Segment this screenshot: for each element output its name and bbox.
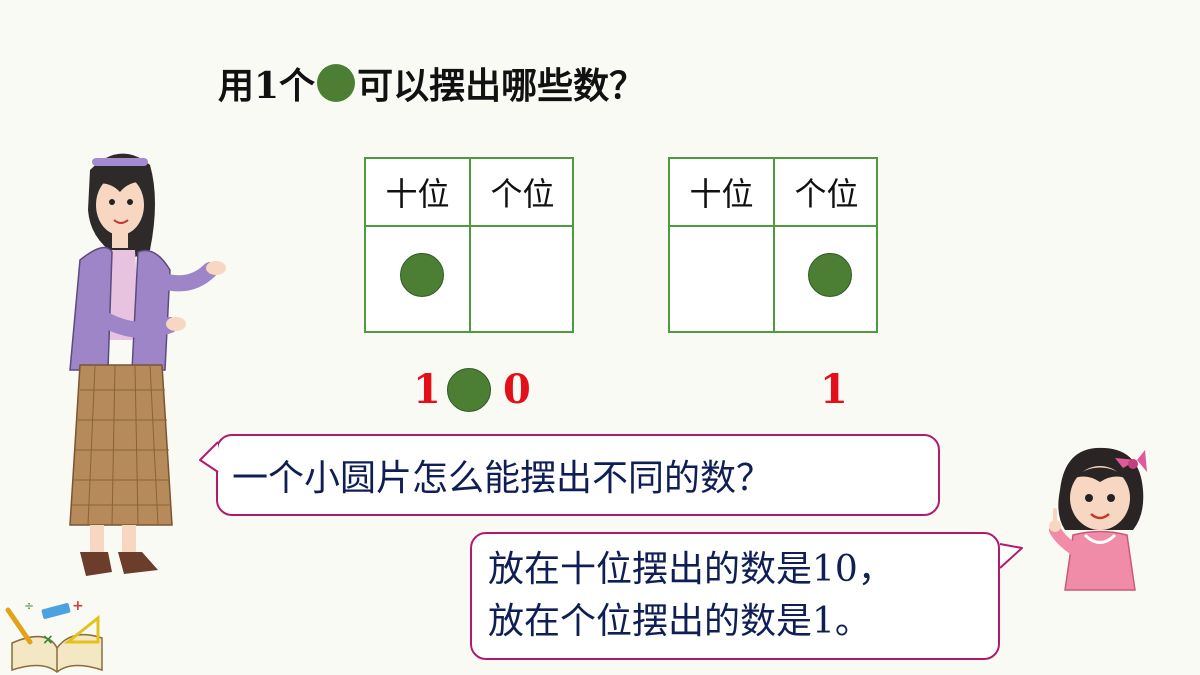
counter-circle-icon <box>317 64 356 102</box>
counter-circle-icon <box>447 368 491 412</box>
counter-circle-icon <box>808 253 852 297</box>
girl-figure <box>1049 447 1147 591</box>
student-speech-bubble: 放在十位摆出的数是10， 放在个位摆出的数是1。 <box>470 532 1000 660</box>
counter-circle-icon <box>400 253 444 297</box>
bubble-tail <box>999 543 1023 569</box>
teacher-speech-bubble: 一个小圆片怎么能摆出不同的数？ <box>216 434 940 516</box>
place-value-table-1: 十位 个位 <box>364 157 574 333</box>
student-answer-line2: 放在个位摆出的数是1。 <box>488 601 871 642</box>
result-1-ones-digit: 0 <box>503 366 531 413</box>
svg-text:×: × <box>42 632 54 648</box>
teacher-figure <box>69 153 226 576</box>
place-value-table-2: 十位 个位 <box>668 157 878 333</box>
header-tens: 十位 <box>385 175 450 213</box>
title-prefix: 用1个 <box>218 65 316 107</box>
svg-text:+: + <box>72 598 84 614</box>
header-ones: 个位 <box>794 175 859 213</box>
bubble-tail <box>199 441 219 473</box>
svg-text:÷: ÷ <box>24 599 34 613</box>
result-1-tens-digit: 1 <box>413 366 441 413</box>
title-suffix: 可以摆出哪些数？ <box>357 65 646 107</box>
student-answer-line1: 放在十位摆出的数是10， <box>488 549 894 590</box>
stationery-icon: + ÷ × <box>5 598 103 673</box>
teacher-question-text: 一个小圆片怎么能摆出不同的数？ <box>232 458 773 499</box>
result-2-number: 1 <box>820 366 848 413</box>
page-title: 用1个 可以摆出哪些数？ <box>218 58 645 108</box>
header-ones: 个位 <box>490 175 555 213</box>
header-tens: 十位 <box>689 175 754 213</box>
